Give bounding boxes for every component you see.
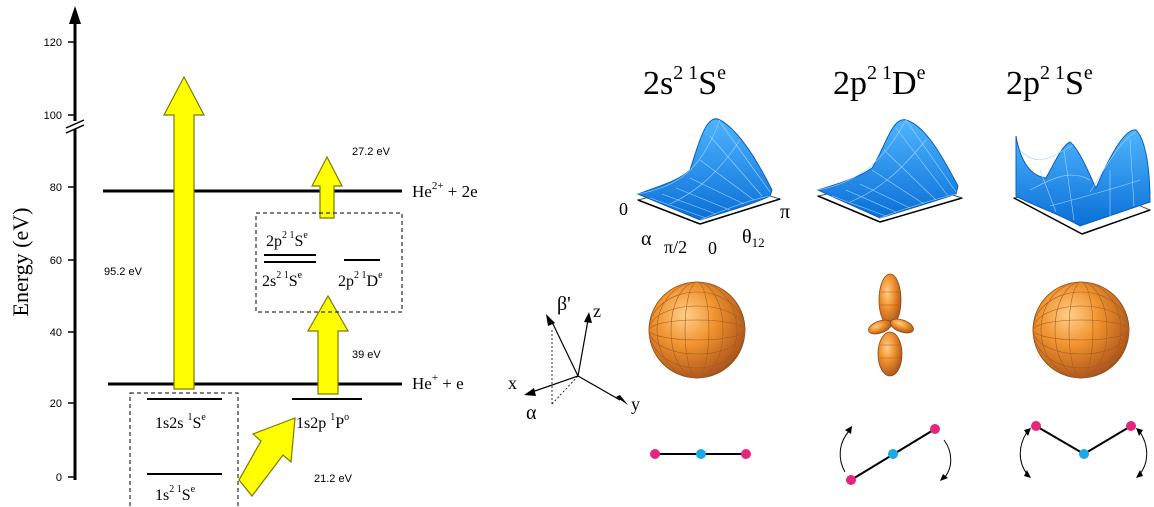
state-2p2-1De: 2p2 1De [338,270,383,290]
electron-dot [846,475,856,485]
nucleus-dot [696,449,706,459]
electron-dot [741,449,751,459]
big-photon-arrow [163,75,205,390]
rotation-arrow [943,439,952,479]
electron-dot [650,449,660,459]
he1-threshold-label: He+ + e [412,372,464,393]
beta-axis-label: β' [557,293,571,315]
lower-arrow-label: 39 eV [352,349,381,361]
energy-axis-title: Energy (eV) [8,208,33,317]
column-title-2p2-1Se: 2p2 1Se [1006,62,1093,102]
configuration-2p2-1Se [1019,421,1148,478]
state-2p2-1Se: 2p2 1Se [266,230,308,250]
nucleus-dot [1079,449,1089,459]
configuration-2s2 [650,449,751,459]
state-2s2-1Se: 2s2 1Se [262,270,303,290]
angular-distribution-2p2-1De [868,273,914,377]
column-title-2s2-1Se: 2s2 1Se [643,62,726,102]
tick-label-60: 60 [50,255,62,267]
energy-ticks: 0 20 40 60 80 100 120 [44,37,75,484]
alpha-frame-label: α [526,402,537,424]
nucleus-dot [888,449,898,459]
energy-diagram: 0 20 40 60 80 100 120 Energy (eV) He2+ +… [8,6,478,507]
tick-label-80: 80 [50,182,62,194]
single-excited-box [129,392,239,507]
theta-zero-label: 0 [708,238,717,258]
electron-dot [1126,421,1136,431]
electron-dot [1031,421,1041,431]
angular-distribution-2p2-1Se [1032,281,1130,379]
energy-axis-arrowhead [69,6,81,24]
alpha-axis-label: α [641,228,652,250]
tick-label-20: 20 [50,398,62,410]
z-axis-label: z [593,301,601,321]
tick-label-100: 100 [44,110,62,122]
lower-photon-arrow [306,294,350,395]
excitation-photon-arrow [238,417,296,497]
x-axis-label: x [508,373,517,393]
he2-threshold-label: He2+ + 2e [412,180,478,201]
upper-photon-arrow [311,155,343,219]
alpha-zero-label: 0 [619,199,628,219]
axis-break [65,119,85,134]
frame-axis-labels: β' z x α y [508,293,640,424]
state-1s2p-1Po: 1s2p 1Po [296,412,349,432]
upper-arrow-label: 27.2 eV [352,146,391,158]
surface-plot-2p2-1Se [1012,129,1152,235]
coordinate-frame [524,312,628,405]
rotation-arrow [1019,431,1028,475]
electron-dot [930,424,940,434]
angular-distribution-2s2 [648,281,746,379]
surface-plot-2s2 [636,118,782,225]
state-ground: 1s2 1Se [155,484,196,504]
pi-label: π [780,201,790,223]
rotation-arrow [1139,431,1148,475]
big-arrow-label: 95.2 eV [104,266,143,278]
y-axis-label: y [631,394,640,414]
column-titles: 2s2 1Se 2p2 1De 2p2 1Se [643,62,1093,102]
pi-half-label: π/2 [664,237,687,257]
surface-plot-2p2-1De [816,119,964,223]
theta-axis-label: θ12 [742,226,765,250]
state-1s2s-1Se: 1s2s 1Se [155,412,206,432]
doubly-excited-box [255,212,403,313]
rotation-arrow [839,430,850,473]
excitation-arrow-label: 21.2 eV [314,473,353,485]
surface-axis-labels: 0 α π/2 0 θ12 π [619,199,790,258]
configuration-2p2-1De [839,424,952,485]
column-title-2p2-1De: 2p2 1De [833,62,926,102]
tick-label-40: 40 [50,327,62,339]
tick-label-120: 120 [44,37,62,49]
tick-label-0: 0 [56,472,62,484]
